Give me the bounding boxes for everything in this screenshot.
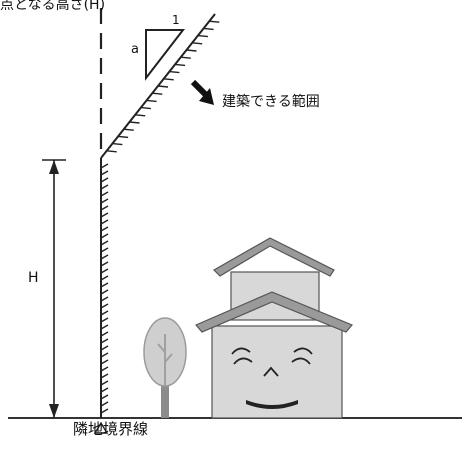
hatch-mark — [123, 128, 134, 131]
buildable-range-label: 建築できる範囲 — [222, 94, 320, 110]
hatch-mark — [118, 135, 129, 139]
hatch-mark — [100, 282, 109, 288]
hatch-mark — [100, 240, 109, 246]
hatch-mark — [100, 359, 109, 365]
hatch-mark — [100, 226, 109, 232]
slope-hatching — [106, 20, 220, 153]
boundary-marker-icon — [93, 421, 109, 434]
hatch-mark — [100, 254, 109, 260]
hatch-mark — [140, 106, 151, 110]
height-dimension — [42, 159, 66, 418]
hatch-mark — [186, 49, 197, 52]
hatch-mark — [175, 63, 186, 67]
hatch-mark — [112, 142, 123, 146]
hatch-mark — [135, 114, 146, 117]
buildable-arrow — [190, 79, 214, 105]
hatch-mark — [180, 56, 191, 59]
hatch-mark — [100, 366, 109, 372]
hatch-mark — [146, 99, 157, 103]
hatch-mark — [100, 205, 109, 211]
boundary-label: 隣地境界線 — [73, 420, 149, 438]
hatch-mark — [100, 275, 109, 281]
hatch-mark — [100, 338, 109, 344]
hatch-mark — [100, 198, 109, 204]
hatch-mark — [100, 352, 109, 358]
hatch-mark — [152, 92, 163, 95]
hatch-mark — [203, 27, 214, 31]
slope-triangle — [145, 29, 186, 81]
hatch-mark — [100, 212, 109, 218]
hatch-mark — [209, 20, 220, 23]
hatch-mark — [106, 150, 117, 153]
hatch-mark — [100, 401, 109, 407]
slope-a-label: a — [131, 42, 139, 57]
hatch-mark — [100, 387, 109, 393]
hatch-mark — [100, 373, 109, 379]
hatch-mark — [100, 163, 109, 169]
hatch-mark — [192, 42, 203, 45]
hatch-mark — [129, 121, 140, 124]
vertical-hatching — [100, 163, 109, 414]
hatch-mark — [100, 380, 109, 386]
hatch-mark — [100, 177, 109, 183]
hatch-mark — [100, 233, 109, 239]
hatch-mark — [100, 184, 109, 190]
hatch-mark — [163, 78, 174, 81]
hatch-mark — [100, 394, 109, 400]
hatch-mark — [100, 219, 109, 225]
hatch-mark — [100, 296, 109, 302]
hatch-mark — [169, 70, 180, 74]
hatch-mark — [100, 170, 109, 176]
hatch-mark — [100, 247, 109, 253]
hatch-mark — [100, 345, 109, 351]
height-label: H — [28, 270, 39, 286]
hatch-mark — [100, 408, 109, 414]
hatch-mark — [100, 289, 109, 295]
slope-one-label: 1 — [172, 13, 180, 27]
hatch-mark — [100, 317, 109, 323]
hatch-mark — [100, 331, 109, 337]
tree-icon — [143, 317, 187, 418]
hatch-mark — [100, 191, 109, 197]
hatch-mark — [100, 303, 109, 309]
hatch-mark — [197, 34, 208, 38]
hatch-mark — [100, 324, 109, 330]
house-icon — [195, 237, 353, 419]
hatch-mark — [100, 261, 109, 267]
hatch-mark — [100, 310, 109, 316]
diagram-title: 点となる高さ(H) — [0, 0, 106, 13]
hatch-mark — [100, 268, 109, 274]
hatch-mark — [157, 85, 169, 88]
